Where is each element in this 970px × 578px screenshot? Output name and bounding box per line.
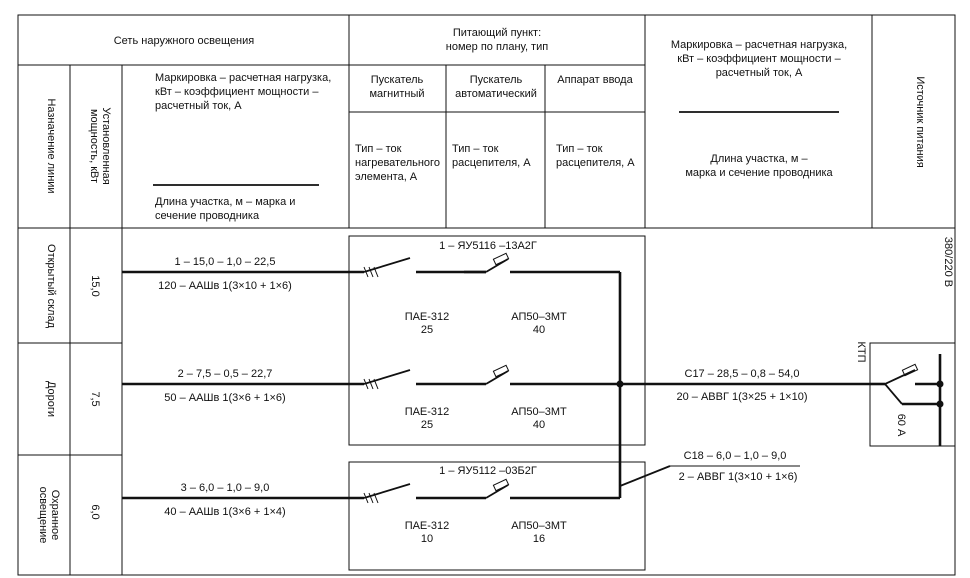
installed-power-header-line2: мощность, кВт (88, 109, 100, 183)
length-right-line1: Длина участка, м – (710, 153, 808, 165)
starter-magnetic-line2: магнитный (369, 88, 424, 100)
length-left-line2: сечение проводника (155, 210, 260, 222)
row2-power: 7,5 (89, 391, 101, 406)
row3-cable: 40 – ААШв 1(3×6 + 1×4) (164, 506, 285, 518)
row2-purpose: Дороги (45, 381, 57, 417)
type-input-line1: Тип – ток (556, 143, 603, 155)
type-magnetic-line2: нагревательного (355, 157, 440, 169)
c17-cable: 20 – АВВГ 1(3×25 + 1×10) (676, 391, 807, 403)
contact-ticks-3 (363, 492, 379, 504)
row2-magnetic-type: ПАЕ-312 (405, 406, 450, 418)
row2-auto-current: 40 (533, 419, 545, 431)
type-magnetic-line1: Тип – ток (355, 143, 402, 155)
type-auto-line1: Тип – ток (452, 143, 499, 155)
ktp-label: КТП (855, 341, 867, 362)
feed-point-header-line1: Питающий пункт: (453, 27, 541, 39)
source-voltage: 380/220 В (942, 237, 954, 287)
starter-magnetic-line1: Пускатель (371, 74, 424, 86)
row3-magnetic-current: 10 (421, 533, 433, 545)
contact-ticks-1 (363, 266, 379, 278)
length-left-line1: Длина участка, м – марка и (155, 196, 295, 208)
row3-purpose-line2: освещение (37, 487, 49, 544)
row1-power: 15,0 (89, 275, 101, 296)
ktp-frame (869, 342, 956, 447)
panel-1-label: 1 – ЯУ5116 –13А2Г (439, 240, 537, 252)
feed-point-header-line2: номер по плану, тип (446, 41, 548, 53)
marking-left-line2: кВт – коэффициент мощности – (155, 86, 319, 98)
magnetic-contact-2 (363, 369, 411, 385)
row3-magnetic-type: ПАЕ-312 (405, 520, 450, 532)
type-input-line2: расцепителя, А (556, 157, 635, 169)
marking-right-line3: расчетный ток, А (716, 67, 803, 79)
feeder-lines (122, 270, 870, 500)
junction-dot (616, 380, 624, 388)
row2-auto-type: АП50–3МТ (511, 406, 567, 418)
row3-marking: 3 – 6,0 – 1,0 – 9,0 (181, 482, 270, 494)
table-grid (17, 14, 956, 576)
contact-ticks-2 (363, 378, 379, 390)
row2-cable: 50 – ААШв 1(3×6 + 1×6) (164, 392, 285, 404)
row2-marking: 2 – 7,5 – 0,5 – 22,7 (178, 368, 273, 380)
row1-cable: 120 – ААШв 1(3×10 + 1×6) (158, 280, 292, 292)
row1-magnetic-type: ПАЕ-312 (405, 311, 450, 323)
length-right-line2: марка и сечение проводника (685, 167, 833, 179)
type-magnetic-line3: элемента, А (355, 171, 418, 183)
row1-auto-current: 40 (533, 324, 545, 336)
row3-power: 6,0 (89, 504, 101, 519)
input-device-header: Аппарат ввода (557, 74, 633, 86)
marking-left-line1: Маркировка – расчетная нагрузка, (155, 72, 331, 84)
installed-power-header-line1: Установленная (100, 107, 112, 184)
c18-marking: С18 – 6,0 – 1,0 – 9,0 (684, 450, 787, 462)
switch-symbols (363, 252, 510, 504)
source-header: Источник питания (914, 76, 926, 167)
network-header: Сеть наружного освещения (114, 35, 255, 47)
panel-2-frame (348, 461, 646, 571)
marking-right-line2: кВт – коэффициент мощности – (677, 53, 841, 65)
starter-auto-line2: автоматический (455, 88, 537, 100)
line-purpose-header: Назначение линии (45, 98, 57, 193)
ktp-breaker-current: 60 А (895, 414, 907, 437)
row1-purpose: Открытый склад (45, 244, 57, 329)
type-auto-line2: расцепителя, А (452, 157, 531, 169)
ktp-breaker-symbol (870, 354, 944, 446)
row3-auto-current: 16 (533, 533, 545, 545)
row1-auto-type: АП50–3МТ (511, 311, 567, 323)
row1-marking: 1 – 15,0 – 1,0 – 22,5 (175, 256, 276, 268)
row1-magnetic-current: 25 (421, 324, 433, 336)
marking-left-line3: расчетный ток, А (155, 100, 242, 112)
c18-cable: 2 – АВВГ 1(3×10 + 1×6) (679, 471, 798, 483)
marking-right-line1: Маркировка – расчетная нагрузка, (671, 39, 847, 51)
row3-purpose-line1: Охранное (49, 490, 61, 541)
panel-2-label: 1 – ЯУ5112 –03Б2Г (439, 465, 537, 477)
row2-magnetic-current: 25 (421, 419, 433, 431)
panel-1-frame (348, 235, 646, 446)
starter-auto-line1: Пускатель (470, 74, 523, 86)
row3-auto-type: АП50–3МТ (511, 520, 567, 532)
magnetic-contact-3 (363, 483, 411, 499)
magnetic-contact-1 (363, 257, 411, 273)
c17-marking: С17 – 28,5 – 0,8 – 54,0 (685, 368, 800, 380)
